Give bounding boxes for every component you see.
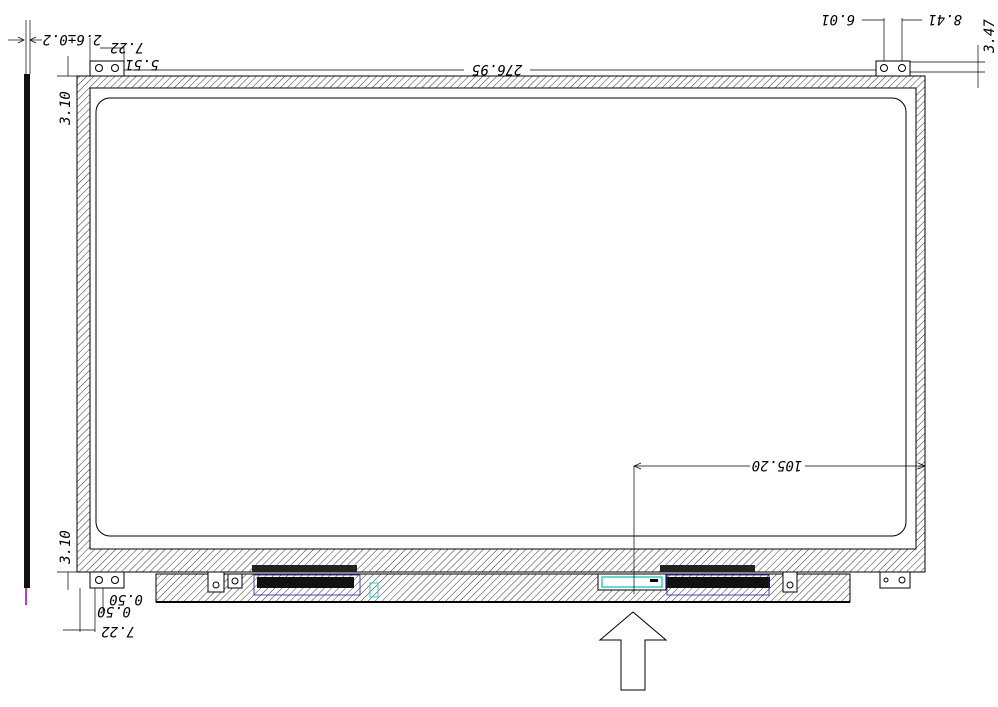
label-top-right-hole-1: 6.01 (821, 11, 855, 27)
label-top-hole-offset: 5.51 (125, 56, 159, 72)
side-profile (8, 20, 42, 605)
dimension-top-left (89, 38, 125, 61)
label-connector-offset: 105.20 (752, 457, 803, 473)
label-bottom-left-height: 3.10 (58, 530, 74, 565)
label-top-left-height: 3.10 (58, 91, 74, 126)
label-width-overall: 276.95 (472, 61, 523, 77)
top-left-tab (89, 60, 125, 77)
label-top-hole-spacing: 7.22 (110, 39, 144, 55)
bottom-left-tab (89, 571, 125, 589)
label-bottom-hole-offset: 0.50 (109, 591, 143, 607)
label-bottom-hole-spacing: 7.22 (101, 623, 135, 639)
pcb-strip (155, 565, 851, 603)
label-bottom-hole-offset-2: 0.50 (97, 603, 131, 619)
active-area (95, 97, 907, 537)
bottom-right-tab (879, 572, 911, 589)
dimension-top-right (862, 18, 985, 88)
panel-frame (76, 75, 926, 573)
label-top-right-hole-2: 8.41 (928, 11, 962, 27)
left-connector (253, 574, 361, 596)
dimension-left-heights (57, 56, 104, 632)
dimension-connector-offset (633, 462, 926, 594)
label-thickness: 2.6±0.2 (42, 31, 101, 47)
insertion-arrow (598, 611, 668, 691)
fpc-connector (601, 576, 663, 588)
right-connector (666, 574, 770, 596)
top-right-tab (875, 60, 911, 77)
label-top-right-height: 3.47 (982, 19, 998, 54)
